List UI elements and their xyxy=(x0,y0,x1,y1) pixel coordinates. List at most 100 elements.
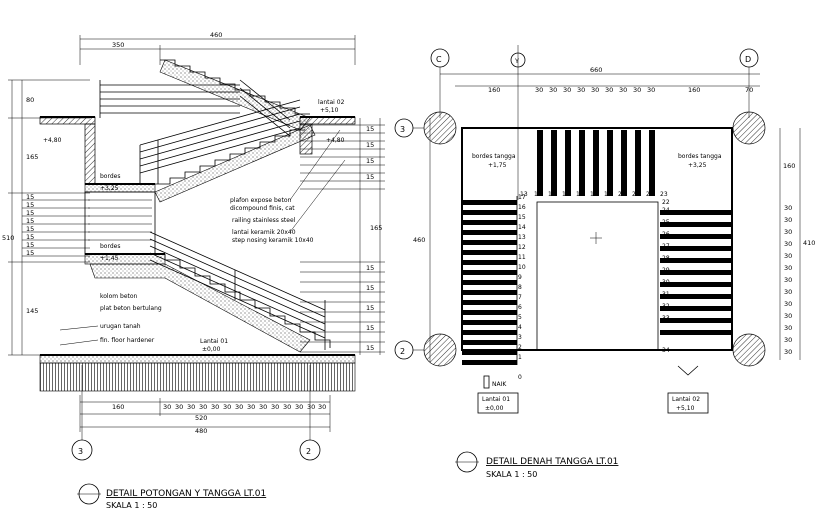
plan-left-treads xyxy=(462,200,517,365)
sec-dim-total: 460 xyxy=(210,31,222,39)
plan-dim-160r: 160 xyxy=(783,162,795,170)
plan-axis-d: D xyxy=(745,55,751,64)
plan-dim-660: 660 xyxy=(590,66,602,74)
plan-bordes-left: bordes tangga xyxy=(472,153,516,160)
sec-bot-480: 480 xyxy=(195,427,207,435)
svg-text:16: 16 xyxy=(562,191,570,198)
section-drawing: 460 350 80 165 510 145 15 15 15 15 15 15 xyxy=(2,31,385,510)
svg-text:23: 23 xyxy=(660,191,668,198)
sec-floor: fin. floor hardener xyxy=(100,337,155,344)
plan-top-treads xyxy=(537,130,655,196)
svg-text:10: 10 xyxy=(518,264,526,271)
plan-lantai01: Lantai 01 xyxy=(482,396,510,403)
svg-text:29: 29 xyxy=(662,267,670,274)
svg-text:14: 14 xyxy=(534,191,542,198)
svg-text:31: 31 xyxy=(662,291,670,298)
sec-axis-3: 3 xyxy=(78,447,83,456)
svg-text:30: 30 xyxy=(784,288,792,296)
sec-dim-80: 80 xyxy=(26,96,34,104)
plan-step-nums-left: 17 16 15 14 13 12 11 10 9 8 7 6 5 4 3 2 … xyxy=(518,194,526,381)
plan-axis-3: 3 xyxy=(400,125,405,134)
svg-text:30: 30 xyxy=(295,403,303,411)
sec-kolom: kolom beton xyxy=(100,293,138,300)
svg-text:9: 9 xyxy=(518,274,522,281)
plan-right-treads xyxy=(660,210,732,335)
svg-text:30: 30 xyxy=(784,324,792,332)
svg-text:30: 30 xyxy=(271,403,279,411)
svg-text:15: 15 xyxy=(366,141,374,149)
sec-keramik: lantai keramik 20x40 xyxy=(232,229,296,236)
svg-text:30: 30 xyxy=(784,228,792,236)
svg-text:30: 30 xyxy=(175,403,183,411)
svg-text:30: 30 xyxy=(784,312,792,320)
sec-lantai-mid: +4,80 xyxy=(326,137,345,144)
svg-text:30: 30 xyxy=(223,403,231,411)
section-title: DETAIL POTONGAN Y TANGGA LT.01 xyxy=(106,489,266,499)
plan-down-arrow xyxy=(677,365,699,376)
svg-text:6: 6 xyxy=(518,304,522,311)
svg-text:24: 24 xyxy=(662,207,670,214)
svg-text:30: 30 xyxy=(187,403,195,411)
plan-bordes-left-val: +1,75 xyxy=(488,162,507,169)
svg-text:4: 4 xyxy=(518,324,522,331)
sec-bordes1-val: +3,25 xyxy=(100,185,119,192)
plan-top-steps: 30 30 30 30 30 30 30 30 30 xyxy=(535,86,655,94)
svg-text:16: 16 xyxy=(518,204,526,211)
plan-step-nums-top: 13 14 15 16 17 18 19 20 21 22 23 xyxy=(520,191,668,198)
sec-right-step-ticks: 15 15 15 15 15 15 15 15 15 xyxy=(300,124,385,353)
svg-text:21: 21 xyxy=(632,191,640,198)
svg-text:30: 30 xyxy=(784,336,792,344)
svg-text:30: 30 xyxy=(211,403,219,411)
svg-text:30: 30 xyxy=(563,86,571,94)
svg-text:15: 15 xyxy=(366,304,374,312)
sec-dim-145: 145 xyxy=(26,307,38,315)
plan-bordes-right-val: +3,25 xyxy=(688,162,707,169)
plan-step-nums-right: 24 25 26 27 28 29 30 31 32 33 34 xyxy=(662,207,670,354)
svg-text:22: 22 xyxy=(646,191,654,198)
svg-text:14: 14 xyxy=(518,224,526,231)
svg-text:30: 30 xyxy=(647,86,655,94)
plan-lantai02-val: +5,10 xyxy=(676,405,695,412)
svg-text:30: 30 xyxy=(283,403,291,411)
svg-text:30: 30 xyxy=(784,204,792,212)
svg-text:8: 8 xyxy=(518,284,522,291)
sec-level-upper: +4,80 xyxy=(43,137,62,144)
sec-plafon2: dicompound finis, cat xyxy=(230,205,295,212)
svg-text:28: 28 xyxy=(662,255,670,262)
sec-bordes1: bordes xyxy=(100,173,120,180)
svg-text:32: 32 xyxy=(662,303,670,310)
sec-urugan: urugan tanah xyxy=(100,323,141,330)
svg-text:15: 15 xyxy=(26,233,34,241)
svg-text:18: 18 xyxy=(590,191,598,198)
plan-dim-70: 70 xyxy=(745,86,753,94)
svg-text:30: 30 xyxy=(199,403,207,411)
svg-text:15: 15 xyxy=(548,191,556,198)
svg-text:15: 15 xyxy=(26,217,34,225)
plan-lantai01-val: ±0,00 xyxy=(485,405,504,412)
svg-text:11: 11 xyxy=(518,254,526,261)
svg-text:33: 33 xyxy=(662,315,670,322)
svg-text:30: 30 xyxy=(235,403,243,411)
svg-text:30: 30 xyxy=(605,86,613,94)
svg-text:30: 30 xyxy=(535,86,543,94)
plan-bordes-right: bordes tangga xyxy=(678,153,722,160)
svg-text:30: 30 xyxy=(591,86,599,94)
svg-text:30: 30 xyxy=(784,348,792,356)
svg-text:26: 26 xyxy=(662,231,670,238)
sec-lantai-bot-val: ±0,00 xyxy=(202,346,221,353)
svg-text:15: 15 xyxy=(26,201,34,209)
svg-text:12: 12 xyxy=(518,244,526,251)
plan-axis-2: 2 xyxy=(400,347,405,356)
svg-text:1: 1 xyxy=(518,354,522,361)
svg-text:34: 34 xyxy=(662,347,670,354)
plan-title: DETAIL DENAH TANGGA LT.01 xyxy=(486,457,618,467)
svg-text:30: 30 xyxy=(784,240,792,248)
plan-drawing: C D Y 660 160 30 30 30 30 30 30 30 30 30… xyxy=(394,45,815,479)
sec-dim-510: 510 xyxy=(2,234,14,242)
svg-text:15: 15 xyxy=(26,193,34,201)
sec-bordes2-val: +1,45 xyxy=(100,255,119,262)
svg-text:19: 19 xyxy=(604,191,612,198)
svg-text:30: 30 xyxy=(784,300,792,308)
plan-dim-160b: 160 xyxy=(688,86,700,94)
